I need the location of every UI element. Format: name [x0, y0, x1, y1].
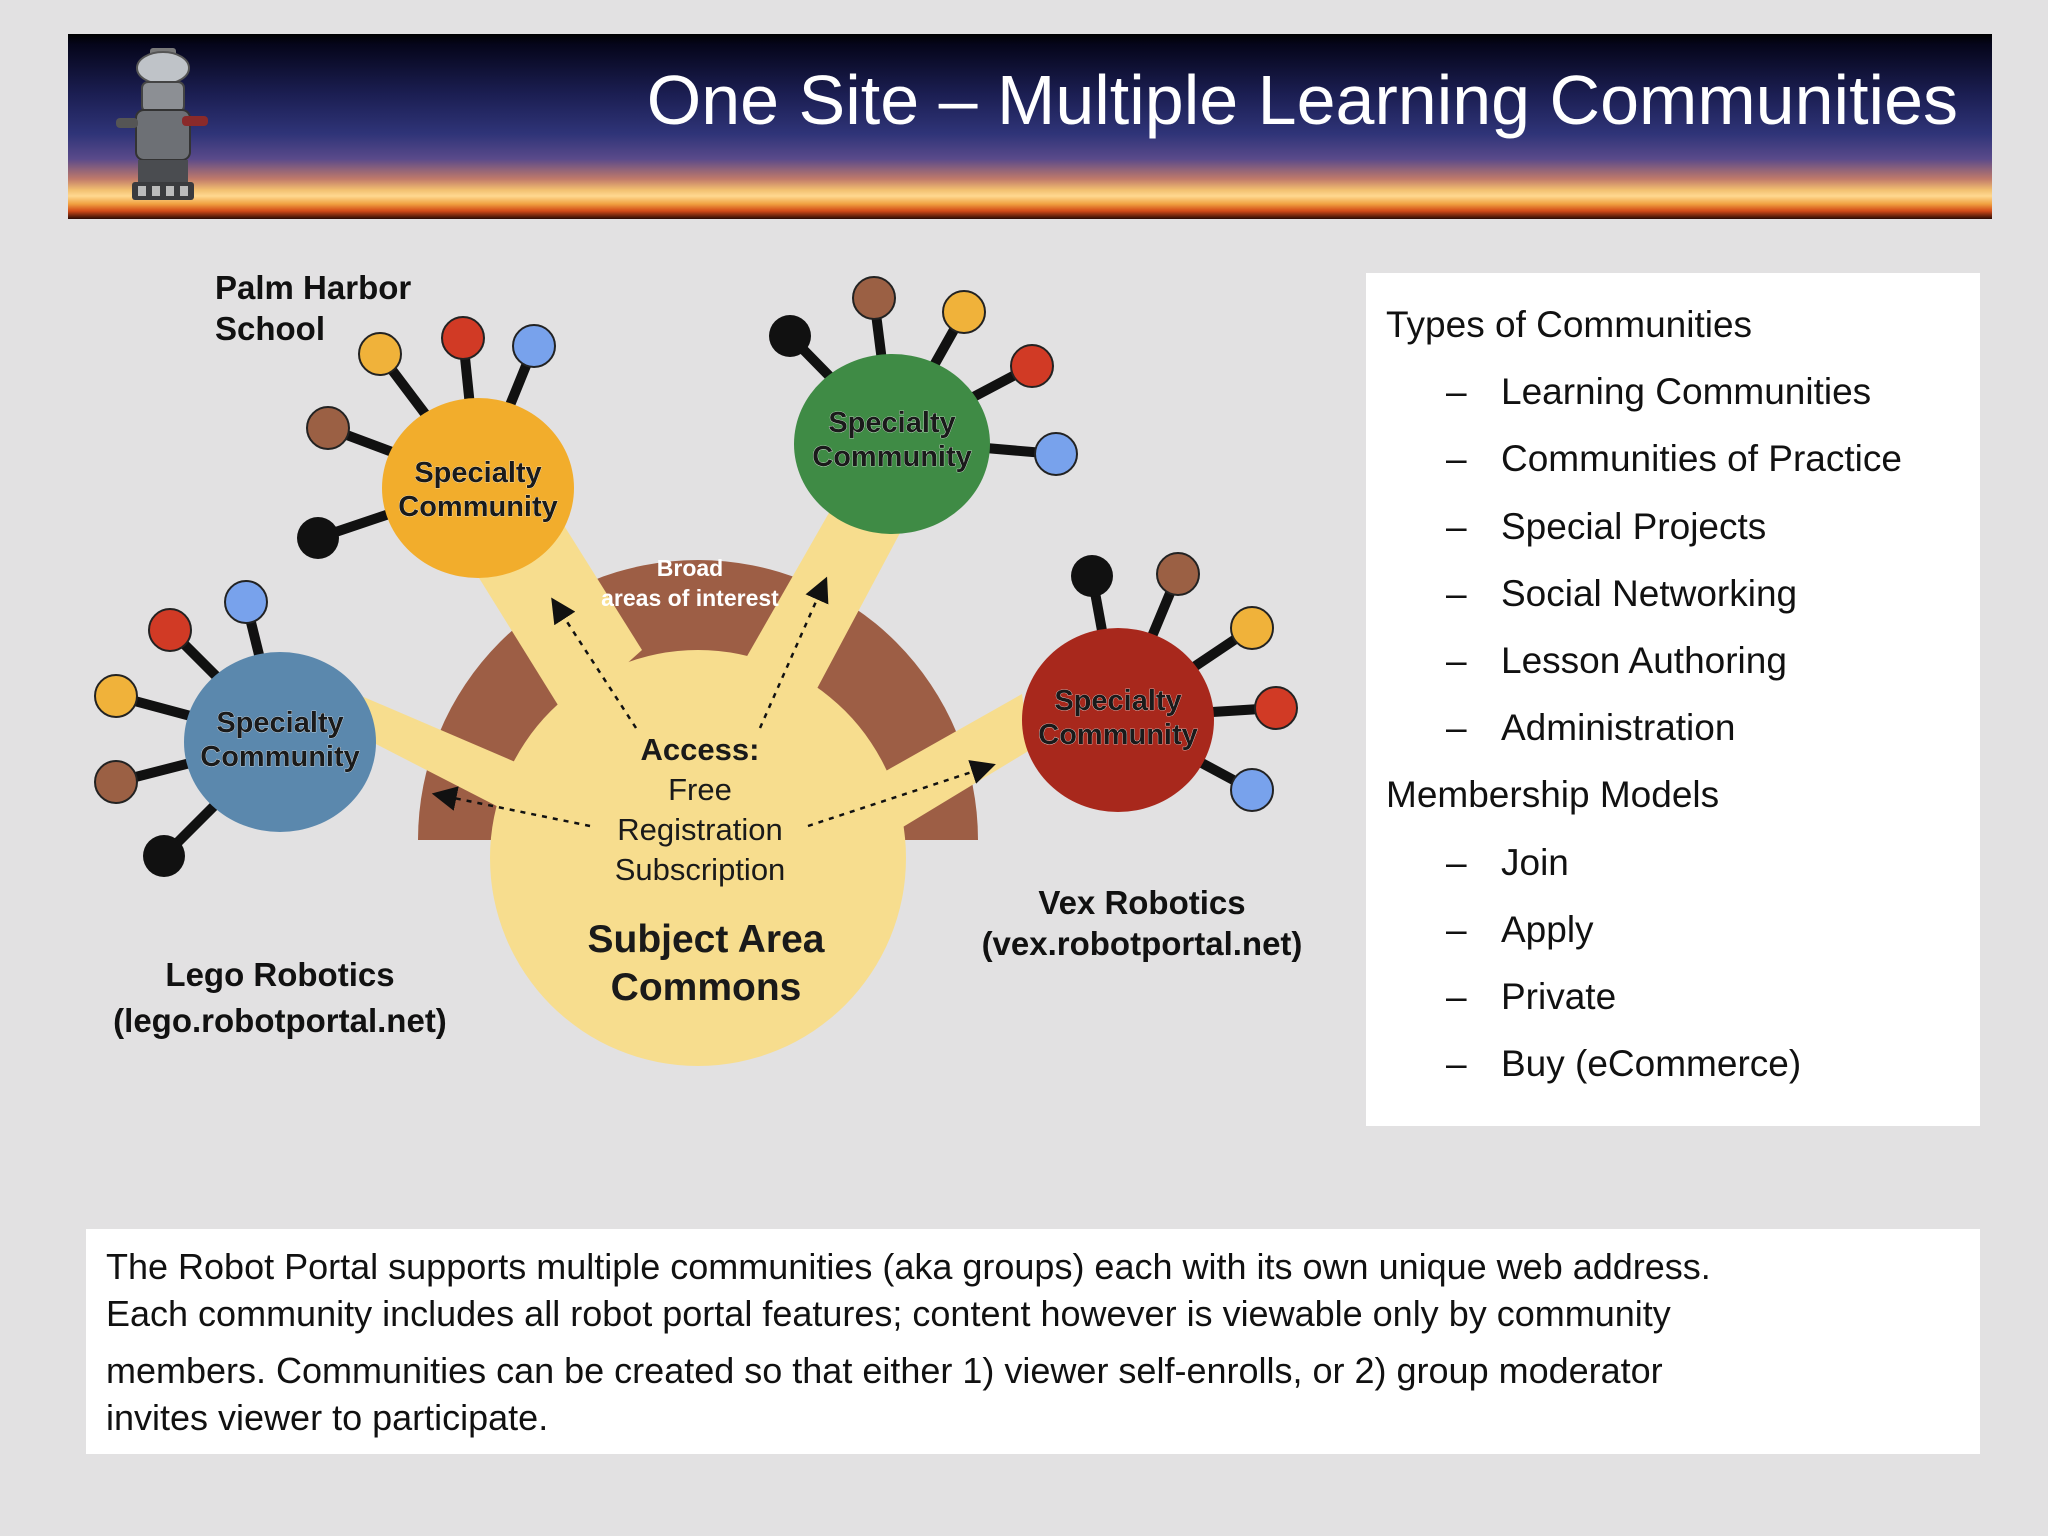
arc-label-line1: Broad	[657, 555, 723, 581]
node-red	[1254, 686, 1298, 730]
vex-robotics-label: Vex Robotics (vex.robotportal.net)	[981, 884, 1303, 962]
node-yellow	[358, 332, 402, 376]
list-item: –Lesson Authoring	[1446, 639, 1787, 681]
types-list: Types of Communities –Learning Communiti…	[1386, 303, 1902, 1109]
types-panel: Types of Communities –Learning Communiti…	[1366, 273, 1980, 1126]
list-item: –Communities of Practice	[1446, 438, 1902, 480]
arrow-to-yellow	[551, 597, 638, 729]
red-community-label-1: Specialty	[1054, 685, 1181, 717]
beam-blue	[352, 692, 534, 818]
access-option-free: Free	[668, 772, 732, 807]
access-label: Access:	[641, 732, 760, 767]
robot-icon	[116, 48, 208, 200]
list-item: –Social Networking	[1446, 572, 1798, 614]
list-item: –Join	[1446, 841, 1569, 883]
green-community-label-2: Community	[812, 441, 972, 473]
blue-community-circle	[184, 652, 376, 832]
dash: –	[1446, 371, 1467, 413]
node-black	[143, 835, 185, 877]
dash: –	[1446, 975, 1467, 1017]
beam-red	[884, 694, 1030, 830]
community-diagram: Specialty Community Specialty Community …	[94, 276, 1298, 1066]
access-option-registration: Registration	[617, 812, 782, 847]
slide-title: One Site – Multiple Learning Communities	[646, 61, 1958, 139]
dash: –	[1446, 639, 1467, 681]
red-community-circle	[1022, 628, 1214, 812]
arc-label-line2: areas of interest	[601, 585, 779, 611]
node-blue	[1230, 768, 1274, 812]
dash: –	[1446, 841, 1467, 883]
list-item: –Apply	[1446, 908, 1594, 950]
access-option-subscription: Subscription	[615, 852, 786, 887]
node-brown	[94, 760, 138, 804]
description-panel: The Robot Portal supports multiple commu…	[86, 1229, 1980, 1454]
node-yellow	[942, 290, 986, 334]
arrow-to-green	[758, 576, 829, 729]
commons-line1: Subject Area	[588, 918, 825, 961]
dash: –	[1446, 505, 1467, 547]
subject-area-commons-circle	[490, 650, 906, 1066]
list-item: –Administration	[1446, 707, 1736, 749]
node-blue	[1034, 432, 1078, 476]
commons-line2: Commons	[611, 966, 802, 1009]
node-blue	[512, 324, 556, 368]
dash: –	[1446, 707, 1467, 749]
heading-types-of-communities: Types of Communities	[1386, 304, 1753, 345]
yellow-community-circle	[382, 398, 574, 578]
node-black	[297, 517, 339, 559]
blue-community-label-1: Specialty	[216, 707, 343, 739]
dash: –	[1446, 438, 1467, 480]
green-community-circle	[794, 354, 990, 534]
node-brown	[852, 276, 896, 320]
blue-community-label-2: Community	[200, 741, 360, 773]
list-item: –Private	[1446, 975, 1617, 1017]
node-black	[769, 315, 811, 357]
node-black	[1071, 555, 1113, 597]
palm-harbor-label: Palm Harbor School	[215, 269, 412, 347]
list-item: –Buy (eCommerce)	[1446, 1043, 1802, 1085]
dash: –	[1446, 572, 1467, 614]
node-red	[148, 608, 192, 652]
node-brown	[1156, 552, 1200, 596]
red-community-label-2: Community	[1038, 719, 1198, 751]
heading-membership-models: Membership Models	[1386, 774, 1720, 816]
green-community-label-1: Specialty	[828, 407, 955, 439]
description-text: The Robot Portal supports multiple commu…	[106, 1246, 1711, 1438]
title-banner: One Site – Multiple Learning Communities	[68, 34, 1992, 219]
node-blue	[224, 580, 268, 624]
list-item: –Special Projects	[1446, 505, 1767, 547]
dash: –	[1446, 1043, 1467, 1085]
lego-robotics-label: Lego Robotics (lego.robotportal.net)	[113, 956, 447, 1039]
list-item: –Learning Communities	[1446, 371, 1872, 413]
yellow-community-label-1: Specialty	[414, 457, 541, 489]
node-red	[1010, 344, 1054, 388]
node-yellow	[94, 674, 138, 718]
node-red	[441, 316, 485, 360]
node-yellow	[1230, 606, 1274, 650]
dash: –	[1446, 908, 1467, 950]
arrow-to-red	[807, 760, 996, 828]
yellow-community-label-2: Community	[398, 491, 558, 523]
arrow-to-blue	[431, 786, 591, 828]
node-brown	[306, 406, 350, 450]
